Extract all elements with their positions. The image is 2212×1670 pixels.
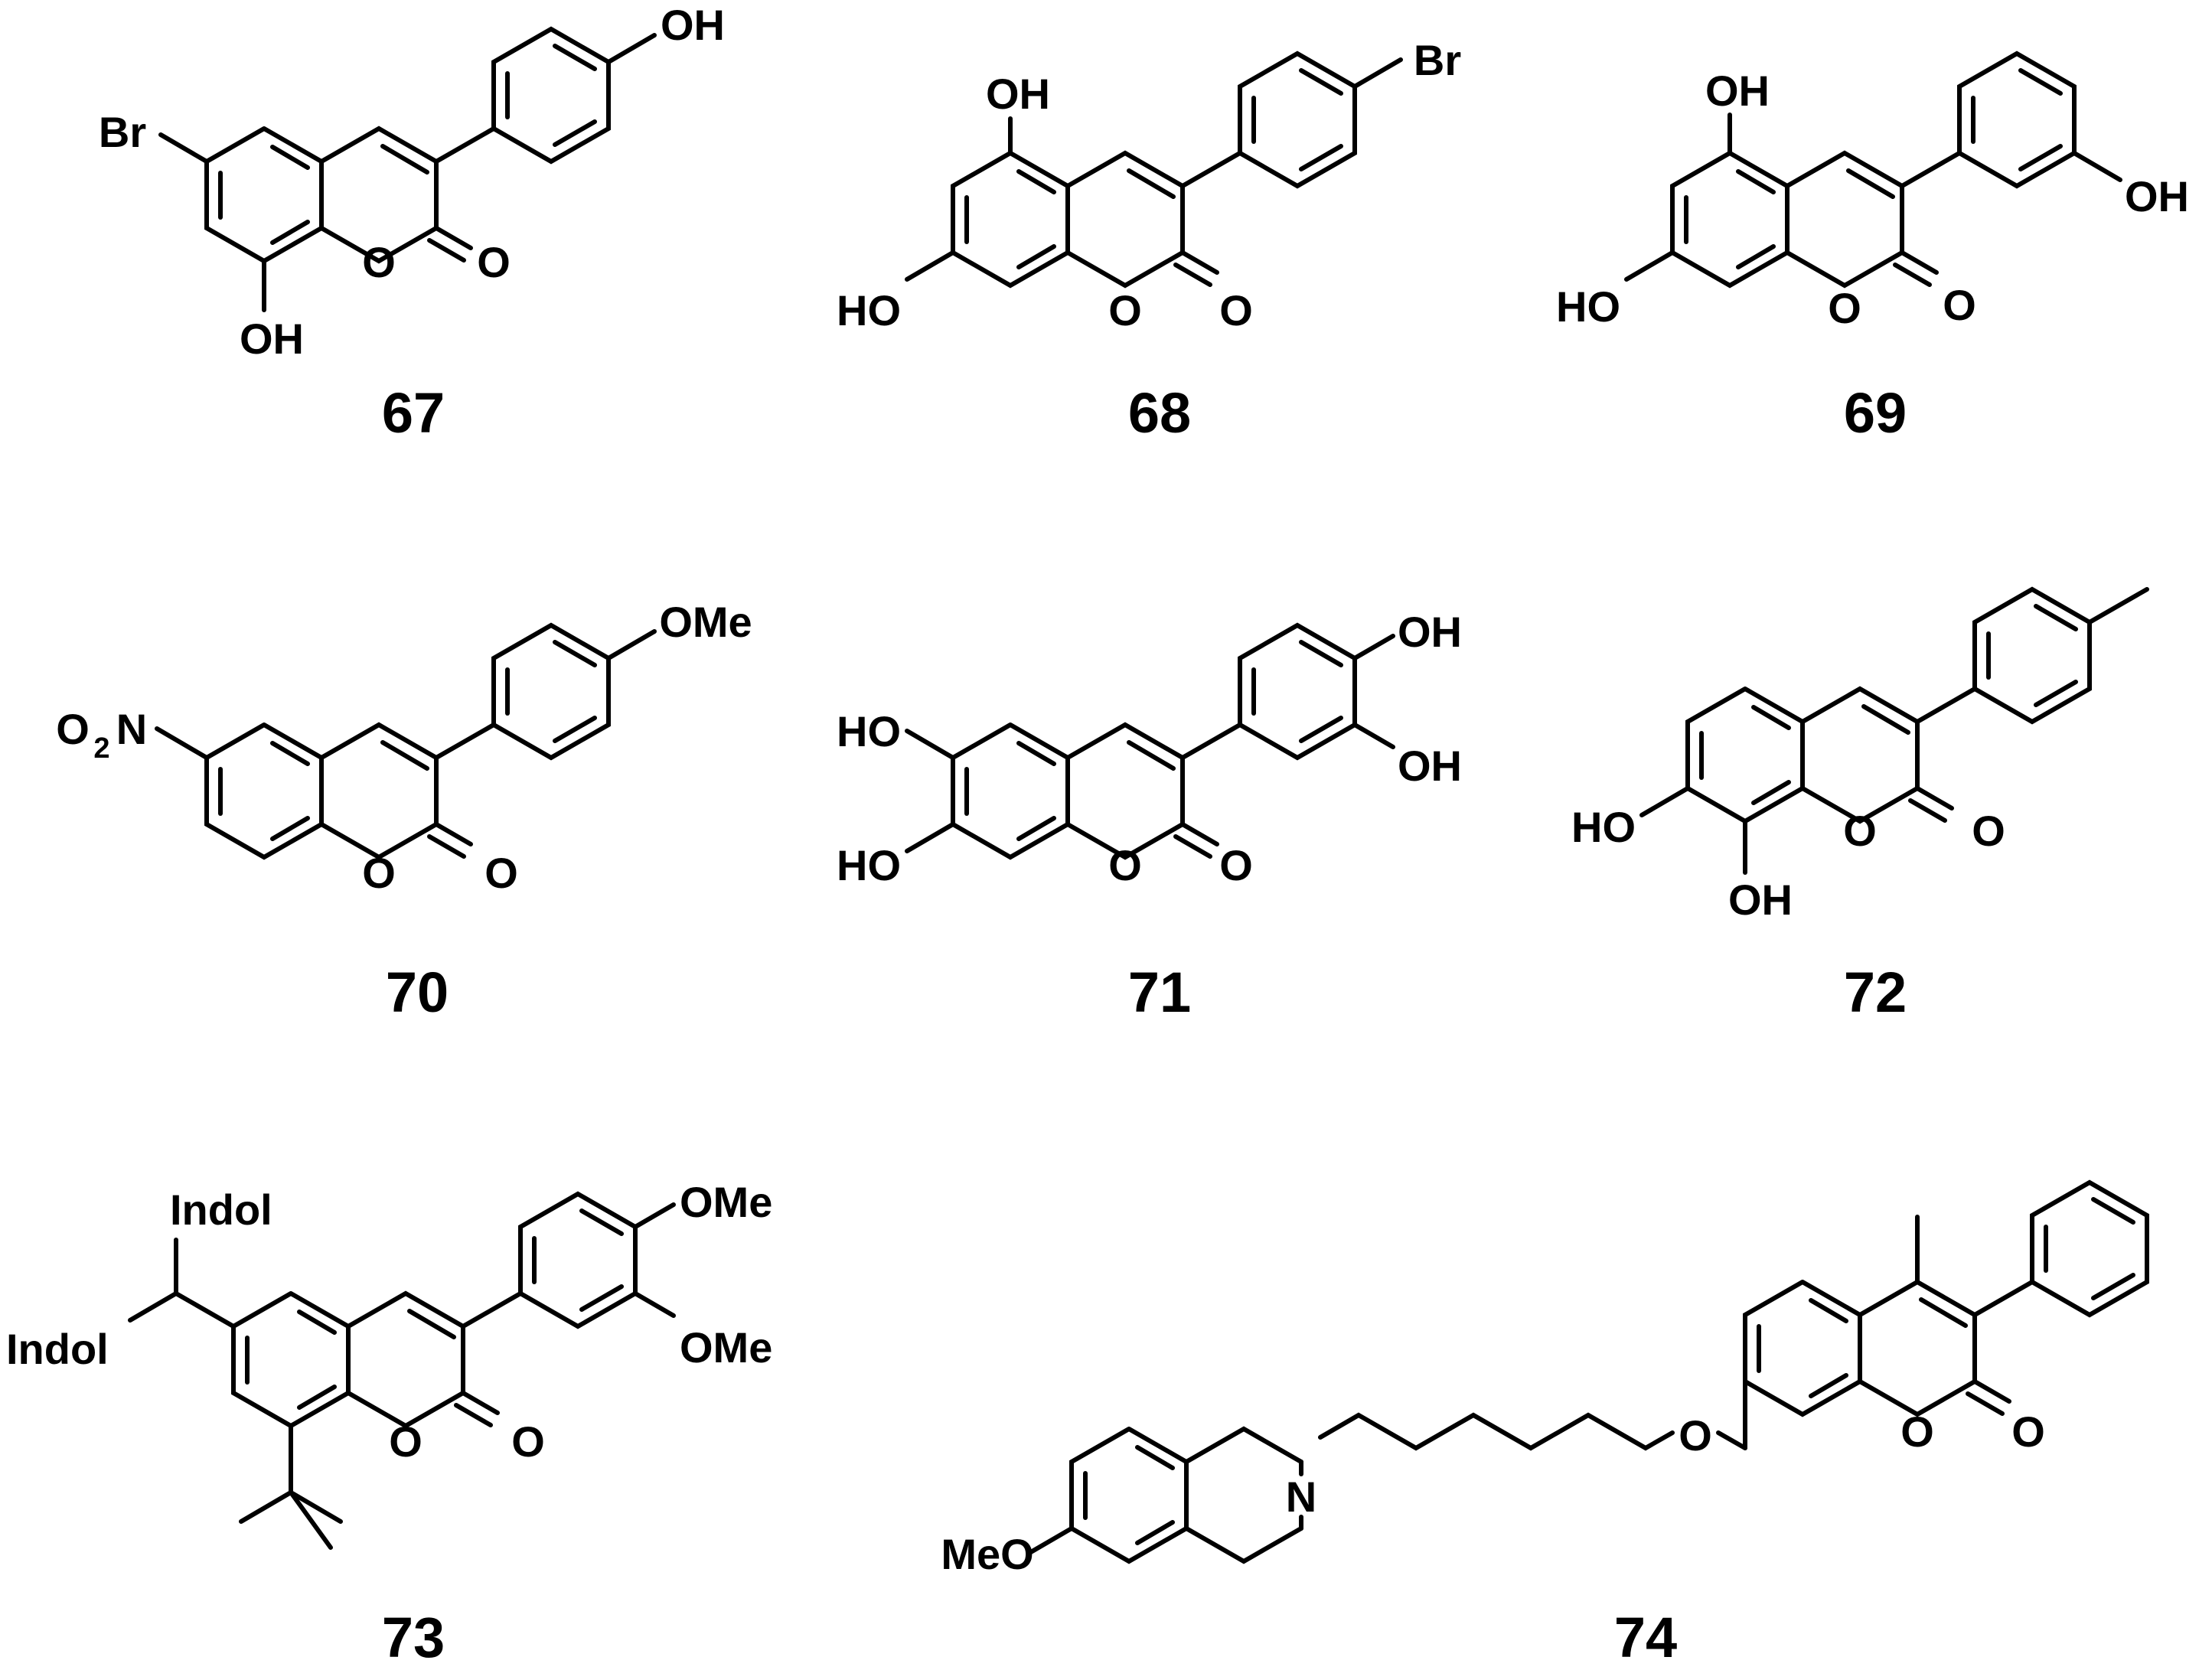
compound-70-bonds (155, 622, 657, 860)
aryl-hydroxyl-label: OH (661, 1, 725, 49)
compound-69-labels: OH HO O O OH (1556, 67, 2189, 332)
compound-74-labels: MeO N O O O (941, 1407, 2044, 1578)
aryl-bromo-label: Br (1414, 36, 1461, 84)
ring-oxygen-label: O (1108, 841, 1142, 889)
hydroxyl-5-label: OH (986, 70, 1050, 118)
compound-73-labels: Indol Indol O O OMe OMe (6, 1178, 772, 1466)
methoxy-label: MeO (941, 1530, 1033, 1578)
compound-number-73: 73 (382, 1606, 445, 1669)
compound-number-69: 69 (1844, 381, 1907, 445)
hydroxyl-6-label: HO (837, 707, 901, 755)
compound-67-bonds (158, 26, 657, 312)
amine-nitrogen-label: N (1286, 1473, 1316, 1521)
compound-73-bonds (128, 1191, 676, 1550)
compound-74-bonds (1027, 1179, 2149, 1564)
compound-67-labels: Br OH O O OH (99, 1, 725, 363)
compound-70-labels: O 2 N O O OMe (56, 598, 752, 897)
carbonyl-oxygen-label: O (2011, 1407, 2045, 1456)
hydroxyl-5-label: OH (1705, 67, 1770, 115)
compound-68-bonds (905, 51, 1403, 289)
compound-numbers: 67 68 69 70 71 72 73 74 (382, 381, 1907, 1669)
nitro-oxygen-label: O (56, 705, 90, 753)
ring-oxygen-label: O (362, 238, 396, 286)
aryl-methoxy-label: OMe (659, 598, 752, 646)
hydroxyl-7-label: HO (1571, 803, 1636, 851)
compound-72-labels: HO OH O O (1571, 803, 2005, 924)
compound-number-71: 71 (1128, 961, 1191, 1024)
ring-oxygen-label: O (1828, 284, 1861, 332)
compound-number-70: 70 (386, 961, 449, 1024)
aryl-hydroxyl-label: OH (2125, 172, 2189, 220)
carbonyl-oxygen-label: O (484, 849, 518, 897)
ring-oxygen-label: O (389, 1417, 422, 1466)
compound-number-67: 67 (382, 381, 445, 445)
hydroxyl-7-label: HO (837, 286, 901, 334)
hydroxyl-7-label: HO (1556, 282, 1620, 331)
compound-71-labels: HO HO O O OH OH (837, 608, 1462, 889)
carbonyl-oxygen-label: O (1219, 841, 1253, 889)
ring-oxygen-label: O (1108, 286, 1142, 334)
hydroxyl-8-label: OH (1728, 876, 1793, 924)
indol-top-label: Indol (170, 1186, 272, 1234)
nitro-nitrogen-label: N (116, 705, 147, 753)
compound-71-bonds (905, 622, 1395, 860)
hydroxyl-label: OH (240, 315, 304, 363)
carbonyl-oxygen-label: O (1972, 807, 2005, 855)
aryl-hydroxyl-para-label: OH (1398, 608, 1462, 656)
compound-number-68: 68 (1128, 381, 1191, 445)
carbonyl-oxygen-label: O (1943, 281, 1976, 329)
indol-left-label: Indol (6, 1325, 109, 1373)
aryl-hydroxyl-meta-label: OH (1398, 742, 1462, 790)
compound-number-72: 72 (1844, 961, 1907, 1024)
aryl-methoxy-meta-label: OMe (680, 1323, 772, 1372)
ring-oxygen-label: O (1843, 807, 1877, 855)
bromo-label: Br (99, 108, 146, 156)
aryl-methoxy-para-label: OMe (680, 1178, 772, 1226)
ether-oxygen-label: O (1679, 1411, 1712, 1460)
carbonyl-oxygen-label: O (511, 1417, 545, 1466)
ring-oxygen-label: O (362, 849, 396, 897)
carbonyl-oxygen-label: O (1219, 286, 1253, 334)
ring-oxygen-label: O (1900, 1407, 1934, 1456)
compound-69-bonds (1624, 51, 2122, 289)
compound-number-74: 74 (1614, 1606, 1677, 1669)
compound-68-labels: OH HO O O Br (837, 36, 1461, 334)
nitro-subscript-label: 2 (93, 732, 109, 765)
compound-72-bonds (1639, 586, 2149, 875)
hydroxyl-7-label: HO (837, 841, 901, 889)
carbonyl-oxygen-label: O (477, 238, 511, 286)
